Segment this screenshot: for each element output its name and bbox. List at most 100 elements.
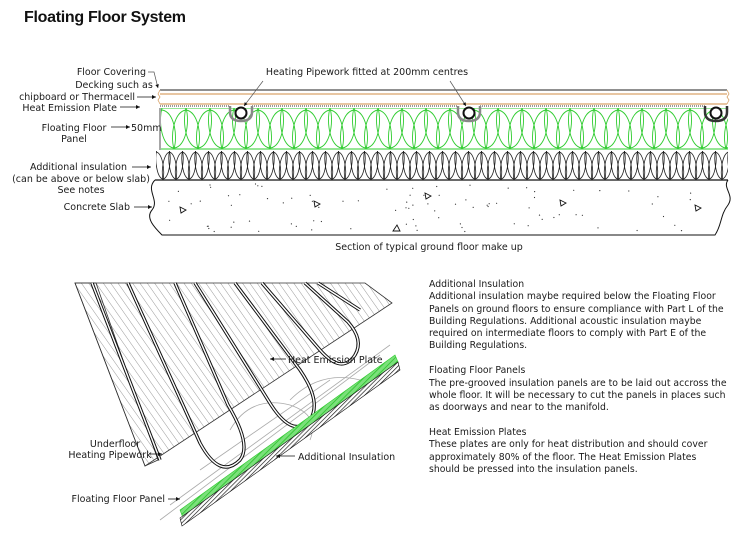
aggregate-dot bbox=[405, 207, 407, 209]
aggregate-dot bbox=[575, 214, 577, 216]
aggregate-dot bbox=[405, 223, 407, 225]
insulation-loop bbox=[592, 108, 620, 149]
insulation-loop bbox=[508, 109, 536, 150]
note-floating-floor-panels: Floating Floor Panels The pre-grooved in… bbox=[429, 365, 729, 414]
aggregate-dot bbox=[233, 221, 235, 223]
note-heading: Floating Floor Panels bbox=[429, 365, 526, 377]
aggregate-dot bbox=[168, 200, 170, 202]
aggregate-dot bbox=[230, 226, 232, 228]
insulation-loop bbox=[737, 108, 750, 148]
iso-label-additional-insulation: Additional Insulation bbox=[298, 452, 395, 463]
aggregate-dot bbox=[486, 204, 488, 206]
aggregate-dot bbox=[320, 220, 322, 223]
insulation-loop bbox=[172, 109, 200, 150]
iso-label-floating-floor-panel: Floating Floor Panel bbox=[72, 494, 165, 505]
insulation-loop bbox=[244, 109, 272, 150]
insulation-loop bbox=[520, 108, 548, 149]
note-body: These plates are only for heat distribut… bbox=[429, 439, 708, 475]
aggregate-dot bbox=[558, 214, 560, 216]
insulation-loop bbox=[734, 152, 748, 180]
iso-label-pipework-1: Underfloor bbox=[90, 439, 140, 450]
label-heat-emission-plate: Heat Emission Plate bbox=[22, 103, 117, 114]
aggregate-dot bbox=[230, 204, 232, 206]
insulation-loop bbox=[316, 109, 344, 150]
aggregate-dot bbox=[318, 206, 320, 208]
aggregate-dot bbox=[464, 230, 466, 233]
insulation-loop bbox=[664, 108, 692, 149]
insulation-loop bbox=[436, 109, 464, 150]
insulation-loop bbox=[280, 108, 308, 149]
aggregate-dot bbox=[290, 223, 292, 225]
insulation-loop bbox=[292, 109, 320, 150]
insulation-loop bbox=[727, 151, 728, 166]
aggregate-dot bbox=[628, 190, 630, 192]
aggregate-dot bbox=[208, 227, 210, 230]
aggregate-dot bbox=[599, 190, 601, 192]
dimension-50mm: 50mm bbox=[131, 123, 162, 134]
aggregate-dot bbox=[553, 216, 555, 219]
note-body: Additional insulation maybe required bel… bbox=[429, 291, 724, 352]
aggregate-dot bbox=[386, 188, 388, 190]
label-decking-2: chipboard or Thermacell bbox=[19, 92, 135, 103]
insulation-loop bbox=[724, 118, 728, 150]
aggregate-dot bbox=[239, 194, 241, 196]
aggregate-dot bbox=[311, 200, 313, 202]
aggregate-dot bbox=[342, 200, 344, 202]
aggregate-dot bbox=[406, 201, 408, 203]
aggregate-dot bbox=[507, 187, 509, 189]
isometric-view: Heat Emission Plate Underfloor Heating P… bbox=[68, 281, 401, 527]
insulation-loop bbox=[256, 108, 284, 149]
aggregate-dot bbox=[199, 200, 201, 202]
insulation-loop bbox=[161, 108, 188, 149]
aggregate-dot bbox=[454, 203, 457, 205]
insulation-loop bbox=[556, 109, 584, 150]
aggregate-dot bbox=[636, 229, 638, 232]
aggregate-dot bbox=[412, 204, 414, 206]
decking-layer bbox=[157, 89, 730, 105]
aggregate-dot bbox=[408, 207, 410, 209]
aggregate-dot bbox=[526, 187, 528, 189]
aggregate-dot bbox=[206, 225, 208, 227]
note-additional-insulation: Additional Insulation Additional insulat… bbox=[429, 279, 729, 353]
insulation-loop bbox=[184, 108, 212, 149]
aggregate-dot bbox=[248, 220, 251, 222]
aggregate-dot bbox=[412, 218, 414, 221]
aggregate-dot bbox=[689, 199, 691, 201]
aggregate-dot bbox=[534, 191, 536, 193]
aggregate-dot bbox=[210, 186, 212, 188]
insulation-loop bbox=[424, 108, 452, 149]
section-caption: Section of typical ground floor make up bbox=[335, 242, 523, 253]
additional-insulation-layer bbox=[156, 151, 748, 181]
aggregate-dot bbox=[427, 203, 429, 205]
aggregate-dot bbox=[680, 230, 683, 232]
iso-label-pipework-2: Heating Pipework bbox=[68, 450, 152, 461]
aggregate-dot bbox=[415, 225, 417, 227]
page-title: Floating Floor System bbox=[24, 9, 186, 26]
label-additional-insulation-2: (can be above or below slab) bbox=[12, 174, 150, 185]
insulation-loop bbox=[496, 108, 524, 149]
insulation-loop bbox=[268, 109, 296, 150]
insulation-loop bbox=[544, 108, 572, 149]
aggregate-dot bbox=[266, 198, 269, 200]
insulation-loop bbox=[376, 108, 404, 149]
aggregate-dot bbox=[657, 196, 659, 198]
aggregate-dot bbox=[434, 210, 436, 212]
section-pipes bbox=[228, 106, 729, 123]
aggregate-dot bbox=[528, 207, 530, 209]
insulation-loop bbox=[532, 109, 560, 150]
label-concrete-slab: Concrete Slab bbox=[64, 202, 130, 213]
aggregate-dot bbox=[436, 185, 438, 188]
aggregate-dot bbox=[209, 184, 211, 186]
aggregate-dot bbox=[395, 209, 397, 211]
aggregate-dot bbox=[496, 202, 498, 204]
insulation-loop bbox=[640, 108, 668, 149]
aggregate-dot bbox=[472, 206, 474, 208]
aggregate-dot bbox=[461, 226, 463, 229]
note-heading: Additional Insulation bbox=[429, 279, 525, 290]
aggregate-dot bbox=[227, 195, 230, 197]
label-floating-floor-panel-1: Floating Floor bbox=[42, 123, 107, 134]
aggregate-dot bbox=[538, 214, 541, 216]
heat-emission-plates-iso bbox=[74, 282, 393, 467]
additional-insulation-iso bbox=[179, 361, 401, 527]
aggregate-dot bbox=[261, 185, 263, 187]
